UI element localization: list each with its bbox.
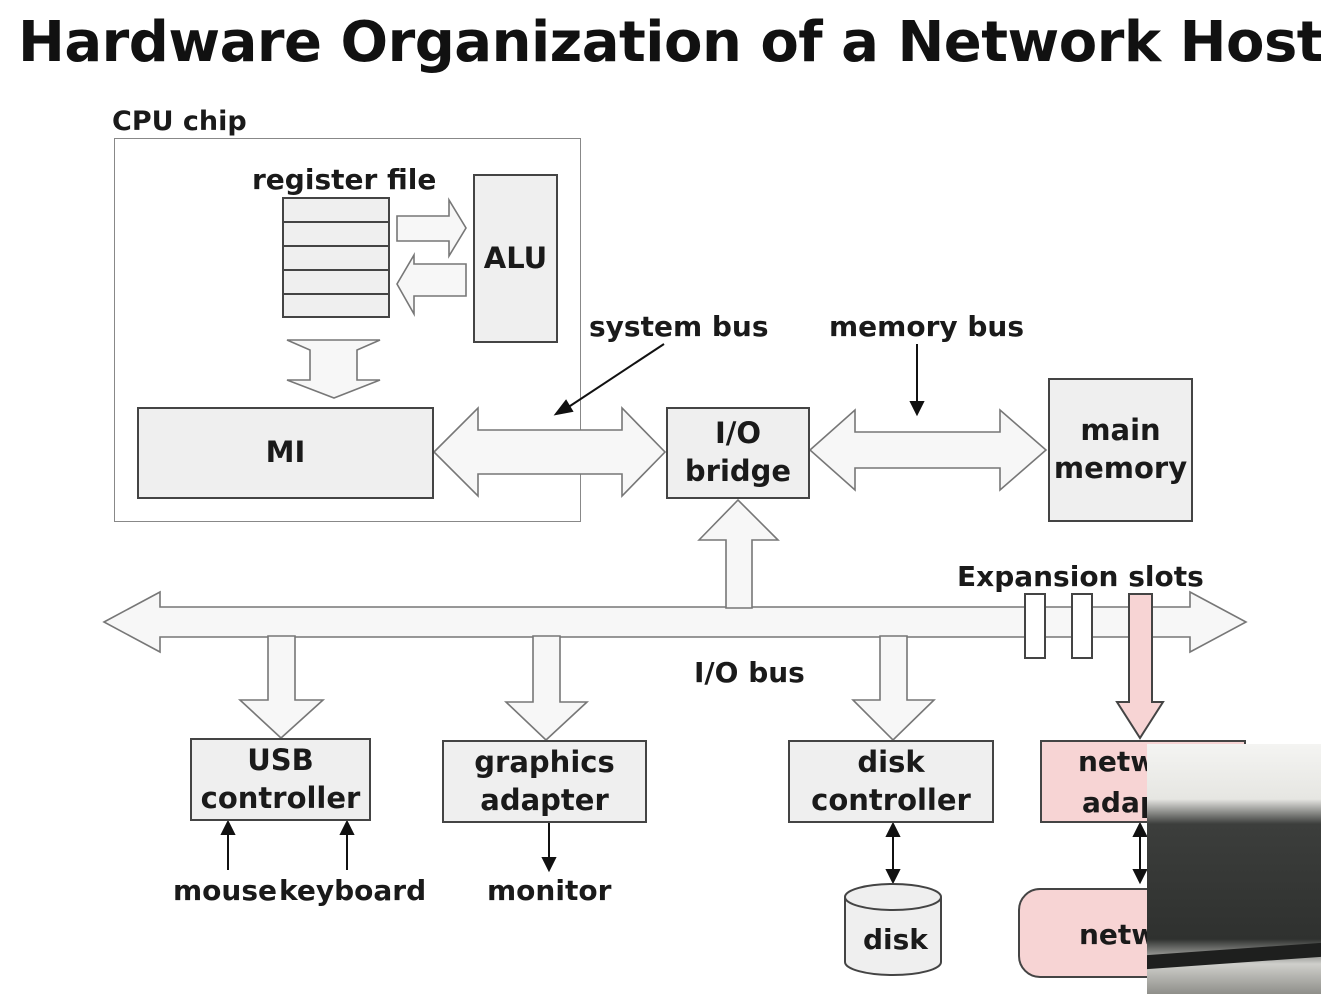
- register-file: [282, 197, 390, 318]
- usb-controller-box: USB controller: [190, 738, 371, 821]
- bus-disk-arrow: [851, 635, 936, 742]
- expansion-slots-label: Expansion slots: [957, 560, 1204, 593]
- disk-label: disk: [863, 923, 928, 956]
- expansion-slot-1: [1024, 593, 1046, 659]
- main-memory-box: main memory: [1048, 378, 1193, 522]
- graphics-adapter-box: graphics adapter: [442, 740, 647, 823]
- graphics-line1: graphics: [474, 744, 615, 779]
- io-bridge-line1: I/O: [714, 416, 762, 451]
- bus-network-arrow: [1115, 593, 1165, 740]
- memory-bus-arrow: [808, 408, 1048, 492]
- monitor-label: monitor: [487, 874, 612, 907]
- expansion-slot-2: [1071, 593, 1093, 659]
- disk-controller-line1: disk: [857, 744, 925, 779]
- main-memory-line2: memory: [1053, 451, 1188, 485]
- mi-box: MI: [137, 407, 434, 499]
- network-label: netw: [1079, 918, 1158, 951]
- memory-bus-label: memory bus: [829, 310, 1025, 343]
- slide-title: Hardware Organization of a Network Host: [18, 10, 1321, 75]
- disk-controller-line2: controller: [811, 782, 971, 817]
- io-bridge-box: I/O bridge: [666, 407, 810, 499]
- bus-usb-arrow: [237, 635, 326, 740]
- alu-box: ALU: [473, 174, 558, 343]
- bus-graphics-arrow: [503, 635, 590, 742]
- usb-line1: USB: [247, 742, 314, 777]
- register-file-label: register file: [252, 163, 437, 196]
- system-bus-label: system bus: [589, 310, 769, 343]
- cpu-chip-label: CPU chip: [112, 106, 247, 137]
- video-overlay: [1147, 744, 1321, 994]
- mouse-label: mouse: [173, 874, 278, 907]
- io-bus-label: I/O bus: [694, 656, 805, 689]
- alu-label: ALU: [483, 240, 548, 275]
- io-bridge-line2: bridge: [684, 454, 792, 488]
- system-bus-arrow: [432, 406, 667, 498]
- disk-controller-box: disk controller: [788, 740, 994, 823]
- reg-mi-arrow: [286, 339, 381, 399]
- graphics-line2: adapter: [480, 782, 609, 817]
- keyboard-label: keyboard: [279, 874, 427, 907]
- main-memory-line1: main: [1080, 413, 1161, 448]
- bridge-io-arrow: [697, 498, 780, 609]
- network-adapter-line1: netw: [1078, 745, 1157, 778]
- cpu-chip-outline: [114, 138, 581, 522]
- mi-label: MI: [265, 435, 306, 470]
- io-bus-arrow: [102, 590, 1248, 654]
- reg-to-alu-arrow: [396, 197, 467, 259]
- alu-to-reg-arrow: [396, 252, 467, 318]
- disk-cylinder: [844, 883, 942, 976]
- usb-line2: controller: [200, 780, 361, 815]
